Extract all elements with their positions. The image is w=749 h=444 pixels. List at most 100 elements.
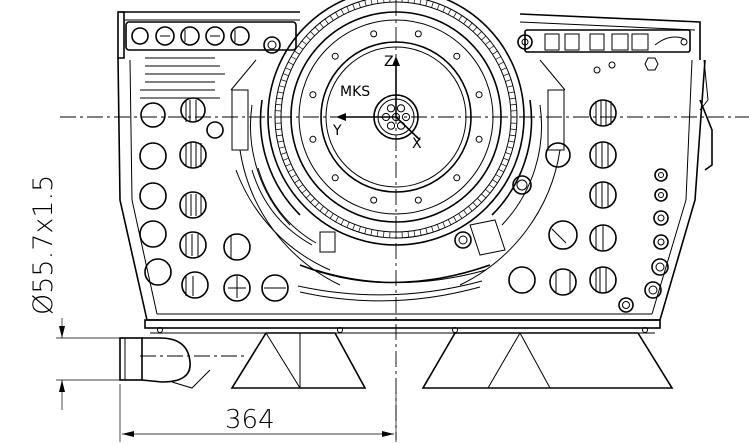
- flange-bolt-hole: [453, 174, 461, 182]
- gear-tooth: [425, 0, 428, 6]
- gear-tooth: [468, 22, 473, 28]
- gear-tooth: [458, 15, 463, 21]
- gear-tooth: [364, 228, 367, 234]
- gear-tooth: [340, 9, 345, 15]
- gear-tooth: [277, 91, 284, 94]
- gear-tooth: [285, 163, 292, 167]
- flange-bolt-hole: [370, 196, 378, 204]
- gear-tooth: [463, 18, 468, 25]
- flange-bolt-hole: [475, 135, 483, 143]
- center-lines: [60, 0, 749, 440]
- axis-y-label: Y: [332, 123, 342, 139]
- flange-bolt-hole: [331, 174, 339, 182]
- gear-tooth: [294, 50, 300, 55]
- gear-tooth: [492, 179, 498, 184]
- gear-tooth: [288, 168, 294, 173]
- rotary-flange: [230, 0, 566, 286]
- gear-tooth: [509, 97, 516, 100]
- gear-tooth: [505, 152, 512, 155]
- gear-tooth: [503, 73, 510, 77]
- gear-tooth: [510, 128, 517, 130]
- gear-tooth: [481, 193, 487, 199]
- gear-tooth: [508, 140, 515, 143]
- gear-tooth: [324, 18, 329, 25]
- gear-tooth: [329, 15, 334, 21]
- hub-hole: [401, 112, 411, 122]
- gear-tooth: [314, 202, 320, 208]
- gear-tooth: [447, 9, 452, 15]
- gear-tooth: [472, 202, 478, 208]
- gear-tooth: [507, 85, 513, 88]
- gear-tooth: [481, 35, 487, 41]
- gear-tooth: [319, 22, 324, 28]
- flange-bolt-hole: [309, 91, 317, 99]
- dimensions: 364 Ø55.7x1.5: [28, 175, 397, 442]
- gear-tooth: [288, 61, 294, 66]
- gear-tooth: [383, 0, 385, 3]
- housing-outline: [117, 11, 713, 334]
- gear-tooth: [340, 219, 345, 225]
- flange-bolt-hole: [453, 52, 461, 60]
- gear-tooth: [488, 184, 495, 189]
- gear-tooth: [498, 61, 504, 66]
- gear-tooth: [383, 231, 385, 238]
- top-connectors-left: [125, 21, 297, 99]
- gear-tooth: [301, 189, 307, 194]
- gear-tooth: [495, 174, 501, 178]
- gear-tooth: [358, 226, 361, 233]
- gear-tooth: [282, 73, 289, 77]
- gear-tooth: [492, 50, 498, 55]
- gear-tooth: [297, 45, 304, 50]
- gear-tooth: [407, 231, 409, 238]
- gear-tooth: [407, 0, 409, 3]
- gear-tooth: [498, 168, 504, 173]
- gear-tooth: [500, 67, 507, 71]
- gear-tooth: [413, 230, 416, 237]
- gear-tooth: [310, 198, 315, 203]
- gear-tooth: [310, 31, 315, 36]
- gear-tooth: [314, 26, 320, 32]
- gear-tooth: [442, 6, 446, 13]
- hub-hole: [386, 121, 396, 130]
- gear-tooth: [508, 91, 515, 94]
- gear-tooth: [495, 56, 501, 60]
- gear-tooth: [463, 209, 468, 216]
- gear-tooth: [282, 157, 289, 161]
- flange-bolt-hole: [370, 30, 378, 38]
- flange-bolt-hole: [309, 135, 317, 143]
- gear-tooth: [447, 219, 452, 225]
- gear-tooth: [507, 146, 513, 149]
- dimension-vertical-value: Ø55.7x1.5: [28, 175, 59, 315]
- gear-tooth: [305, 35, 311, 41]
- gear-tooth: [442, 221, 446, 228]
- gear-tooth: [280, 79, 287, 82]
- gear-tooth: [468, 206, 473, 212]
- gear-tooth: [500, 163, 507, 167]
- gear-tooth: [352, 224, 356, 231]
- flange-bolt-circle: [309, 30, 483, 204]
- gear-tooth: [277, 140, 284, 143]
- curved-slots: [251, 167, 483, 302]
- gear-tooth: [419, 0, 422, 5]
- gear-tooth: [291, 174, 297, 178]
- gear-tooth: [319, 206, 324, 212]
- left-panel-cutouts: [139, 97, 289, 302]
- gear-tooth: [275, 104, 282, 106]
- axis-x-label: X: [412, 136, 422, 152]
- dimension-horizontal-value: 364: [225, 405, 275, 435]
- gear-tooth: [346, 6, 350, 13]
- flange-bolt-hole: [414, 30, 422, 38]
- gear-tooth: [505, 79, 512, 82]
- gear-tooth: [436, 3, 440, 10]
- gear-tooth: [458, 213, 463, 219]
- gear-tooth: [279, 85, 285, 88]
- gear-tooth: [503, 157, 510, 161]
- flange-bolt-hole: [475, 91, 483, 99]
- gear-tooth: [280, 152, 287, 155]
- coordinate-system-label: MKS: [340, 84, 370, 100]
- hub-hole: [386, 104, 396, 113]
- gear-tooth: [352, 3, 356, 10]
- axis-z-label: Z: [384, 54, 394, 70]
- gear-tooth: [370, 0, 373, 5]
- gear-tooth: [453, 216, 457, 222]
